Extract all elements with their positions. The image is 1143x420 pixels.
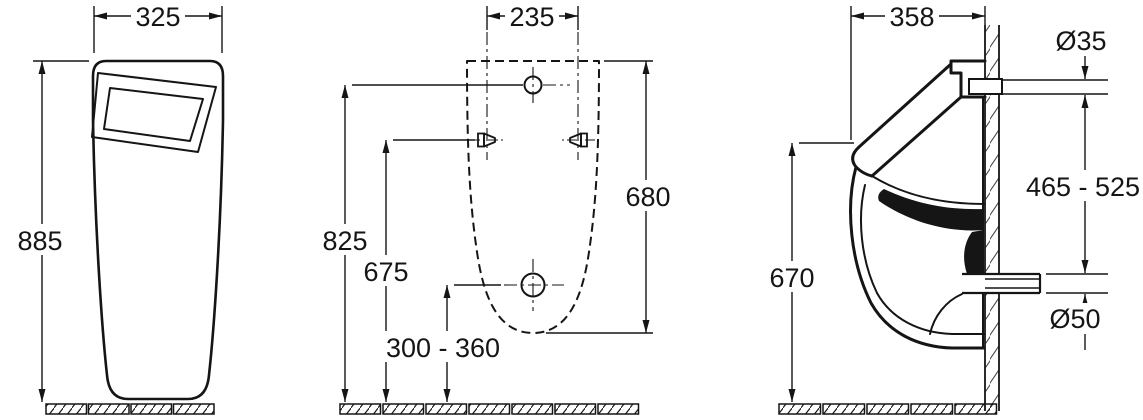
dim-outlet-diameter: Ø50 — [1049, 304, 1100, 334]
urinal-rear-outline-dashed — [466, 60, 600, 334]
floor-tiles — [45, 403, 998, 415]
dim-fixing-spacing: 235 — [509, 2, 554, 32]
dim-connection-range: 465 - 525 — [1026, 172, 1140, 202]
rear-view: 235 680 825 675 300 - 360 — [318, 1, 675, 402]
dim-outlet-height-range: 300 - 360 — [386, 333, 500, 363]
dim-upper-fixing: 825 — [322, 226, 367, 256]
urinal-side-section — [849, 59, 1042, 350]
bowl-rim-outer — [91, 72, 217, 153]
front-view: 325 885 — [13, 1, 225, 402]
urinal-front-outline — [91, 59, 225, 401]
side-view: Ø35 465 - 525 Ø50 670 358 — [765, 1, 1142, 411]
dim-inlet-diameter: Ø35 — [1055, 26, 1106, 56]
dim-front-height: 885 — [17, 226, 62, 256]
outlet-pipe — [962, 272, 1042, 295]
dim-rear-height: 680 — [625, 182, 670, 212]
bowl-rim-inner — [103, 87, 204, 142]
dim-side-fixing: 675 — [363, 257, 408, 287]
inlet-spigot — [968, 78, 1003, 95]
dim-front-rim-height: 670 — [769, 263, 814, 293]
dim-front-width: 325 — [135, 2, 180, 32]
dim-depth: 358 — [889, 2, 934, 32]
